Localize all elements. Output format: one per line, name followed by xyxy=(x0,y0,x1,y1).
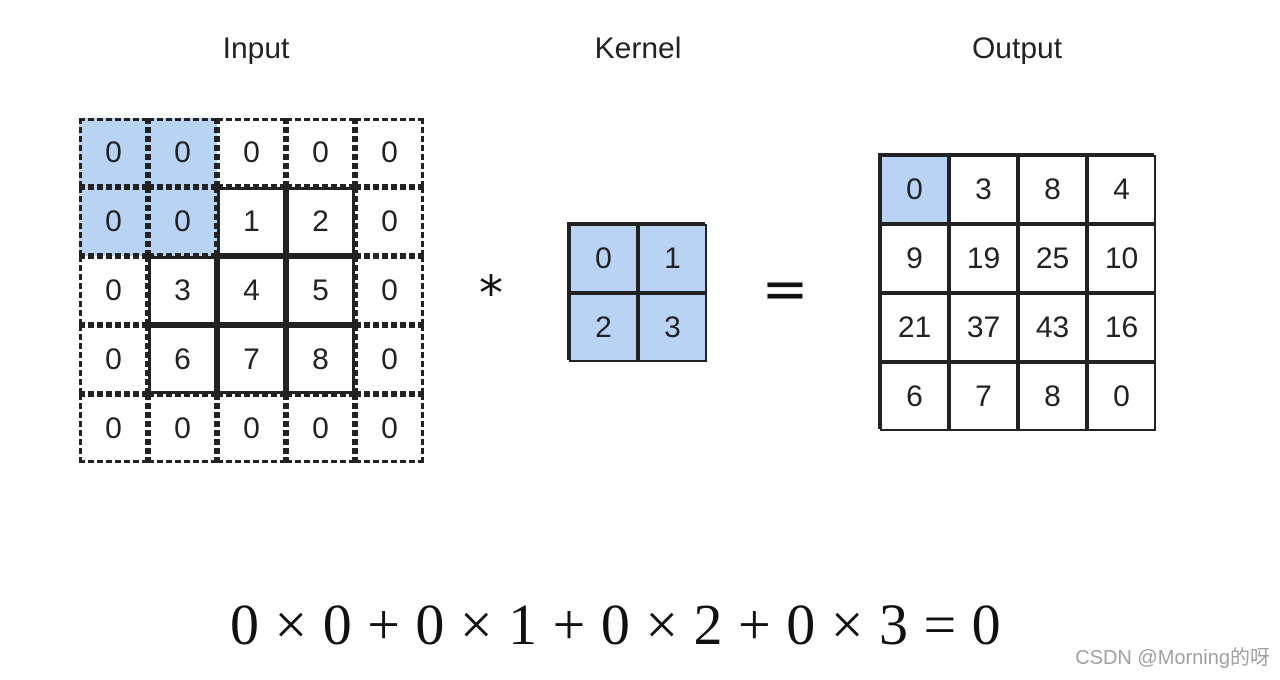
kernel-matrix: 0 1 2 3 xyxy=(567,222,707,362)
input-cell-2-4: 0 xyxy=(355,256,424,325)
input-cell-1-3: 2 xyxy=(286,187,355,256)
equals-operator: = xyxy=(761,257,809,322)
input-cell-2-3: 5 xyxy=(286,256,355,325)
input-cell-2-2: 4 xyxy=(217,256,286,325)
output-cell-3-0: 6 xyxy=(880,362,949,431)
output-cell-3-3: 0 xyxy=(1087,362,1156,431)
input-cell-3-3: 8 xyxy=(286,325,355,394)
input-cell-2-0: 0 xyxy=(79,256,148,325)
kernel-cell-1-0: 2 xyxy=(569,293,638,362)
input-cell-4-2: 0 xyxy=(217,394,286,463)
input-cell-4-3: 0 xyxy=(286,394,355,463)
input-cell-4-0: 0 xyxy=(79,394,148,463)
output-cell-2-2: 43 xyxy=(1018,293,1087,362)
input-cell-3-2: 7 xyxy=(217,325,286,394)
input-cell-3-4: 0 xyxy=(355,325,424,394)
input-cell-0-3: 0 xyxy=(286,118,355,187)
output-cell-0-1: 3 xyxy=(949,155,1018,224)
input-matrix: 0 0 0 0 0 0 0 1 2 0 0 3 4 5 0 0 6 7 8 0 … xyxy=(79,118,424,463)
output-cell-0-2: 8 xyxy=(1018,155,1087,224)
input-cell-1-1: 0 xyxy=(148,187,217,256)
output-cell-2-0: 21 xyxy=(880,293,949,362)
input-cell-4-1: 0 xyxy=(148,394,217,463)
output-cell-1-1: 19 xyxy=(949,224,1018,293)
output-cell-2-1: 37 xyxy=(949,293,1018,362)
kernel-title: Kernel xyxy=(594,32,682,65)
input-cell-0-0: 0 xyxy=(79,118,148,187)
output-cell-0-3: 4 xyxy=(1087,155,1156,224)
output-cell-1-2: 25 xyxy=(1018,224,1087,293)
csdn-watermark: CSDN @Morning的呀 xyxy=(1075,647,1270,669)
input-cell-3-1: 6 xyxy=(148,325,217,394)
input-cell-3-0: 0 xyxy=(79,325,148,394)
output-matrix: 0 3 8 4 9 19 25 10 21 37 43 16 6 7 8 0 xyxy=(878,153,1156,431)
kernel-cell-1-1: 3 xyxy=(638,293,707,362)
input-cell-2-1: 3 xyxy=(148,256,217,325)
input-cell-4-4: 0 xyxy=(355,394,424,463)
kernel-cell-0-0: 0 xyxy=(569,224,638,293)
input-cell-0-2: 0 xyxy=(217,118,286,187)
kernel-cell-0-1: 1 xyxy=(638,224,707,293)
output-cell-2-3: 16 xyxy=(1087,293,1156,362)
formula-equation: 0 × 0 + 0 × 1 + 0 × 2 + 0 × 3 = 0 xyxy=(230,592,1002,657)
input-title: Input xyxy=(222,32,290,65)
input-cell-1-0: 0 xyxy=(79,187,148,256)
output-title: Output xyxy=(971,32,1063,65)
output-cell-1-3: 10 xyxy=(1087,224,1156,293)
output-cell-1-0: 9 xyxy=(880,224,949,293)
output-cell-3-1: 7 xyxy=(949,362,1018,431)
input-cell-0-4: 0 xyxy=(355,118,424,187)
input-cell-1-2: 1 xyxy=(217,187,286,256)
input-cell-1-4: 0 xyxy=(355,187,424,256)
output-cell-3-2: 8 xyxy=(1018,362,1087,431)
convolution-operator: * xyxy=(479,266,503,322)
input-cell-0-1: 0 xyxy=(148,118,217,187)
output-cell-0-0: 0 xyxy=(880,155,949,224)
